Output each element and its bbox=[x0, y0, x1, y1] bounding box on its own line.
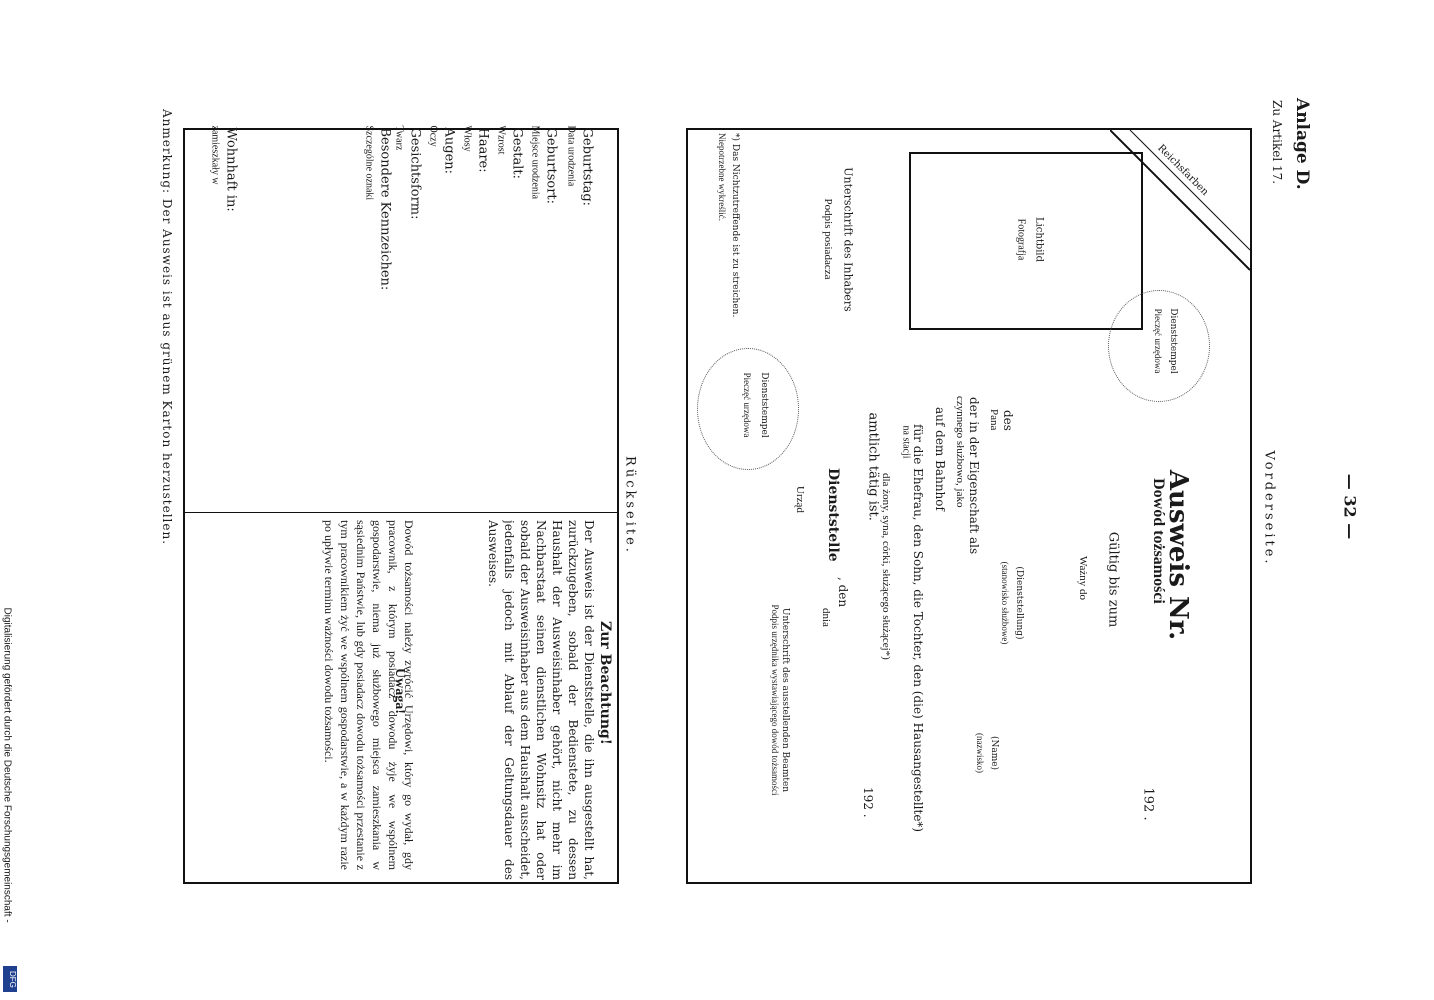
official-signature-pl: Podpis urzędnika wystawiającego dowód to… bbox=[770, 604, 780, 796]
eigenschaft-de: der in der Eigenschaft als bbox=[967, 397, 981, 555]
field-geburtsort-de: Geburtsort: bbox=[543, 127, 559, 205]
field-augen-de: Augen: bbox=[441, 127, 457, 175]
date-den: , den bbox=[836, 577, 850, 608]
valid-until-de: Gültig bis zum bbox=[1105, 531, 1121, 628]
date-dnia: dnia bbox=[820, 608, 832, 627]
page-number: — 32 — bbox=[1340, 473, 1360, 540]
field-wohnhaft-pl: zamieszkały w bbox=[209, 125, 221, 185]
stamp-circle-2 bbox=[697, 348, 799, 470]
anmerkung-note: Anmerkung: Der Ausweis ist aus grünem Ka… bbox=[160, 109, 174, 546]
front-card: Reichsfarben Lichtbild Fotografja Dienst… bbox=[686, 128, 1252, 884]
vorderseite-label: Vorderseite. bbox=[1261, 450, 1277, 567]
stamp-1-de: Dienststempel bbox=[1168, 308, 1178, 374]
rueckseite-label: Rückseite. bbox=[622, 456, 638, 555]
footnote-pl: Niepotrzebne wykreślić. bbox=[717, 133, 727, 221]
dowod-title: Dowód tożsamości bbox=[1150, 478, 1167, 604]
stamp-2-de: Dienststempel bbox=[759, 372, 769, 438]
holder-signature-de: Unterschrift des Inhabers bbox=[841, 167, 855, 312]
field-haare-de: Haare: bbox=[475, 127, 491, 173]
name-label: (Name) bbox=[989, 735, 999, 771]
stamp-circle-1 bbox=[1108, 290, 1210, 402]
back-divider bbox=[185, 512, 617, 513]
eigenschaft-pl: czynnego służbowo, jako bbox=[954, 396, 966, 508]
stamp-1-pl: Pieczęć urzędowa bbox=[1153, 308, 1163, 374]
field-gestalt-pl: Wzrost bbox=[495, 125, 507, 155]
pana-label: Pana bbox=[988, 409, 1000, 431]
valid-year: 192 . bbox=[1140, 787, 1156, 821]
field-geburtstag-de: Geburtstag: bbox=[579, 127, 595, 207]
for-persons-de: für die Ehefrau, den Sohn, die Tochter, … bbox=[911, 424, 925, 833]
anlage-label: Anlage D. bbox=[1292, 98, 1312, 190]
stanowisko-label: (stanowisko służbowe) bbox=[1000, 561, 1010, 645]
office-pl: Urząd bbox=[794, 486, 806, 513]
bahnhof-pl: na stacji bbox=[900, 425, 912, 459]
zu-artikel-label: Zu Artikel 17. bbox=[1270, 100, 1284, 185]
date-year: 192 . bbox=[861, 787, 875, 818]
official-signature-de: Unterschrift des ausstellenden Beamten bbox=[780, 607, 790, 793]
digitization-credit: Digitalisierung gefördert durch die Deut… bbox=[1, 607, 13, 923]
footnote-de: *) Das Nichtzutreffende ist zu streichen… bbox=[730, 133, 740, 318]
taetig-de: amtlich tätig ist. bbox=[865, 412, 881, 521]
office-de: Dienststelle bbox=[825, 468, 841, 562]
photo-label-de: Lichtbild bbox=[1033, 216, 1045, 263]
holder-signature-pl: Podpis posiadacza bbox=[822, 198, 834, 280]
field-geburtstag-pl: Data urodzenia bbox=[565, 125, 577, 187]
notice-title-de: Zur Beachtung! bbox=[597, 621, 613, 745]
back-card: Geburtstag: Data urodzenia Geburtsort: M… bbox=[183, 125, 619, 884]
des-label: des bbox=[1001, 410, 1015, 431]
field-gesichtsform-de: Gesichtsform: bbox=[407, 127, 423, 220]
notice-text-de: Der Ausweis ist der Dienststelle, die ih… bbox=[486, 520, 596, 880]
field-haare-pl: Włosy bbox=[461, 125, 473, 152]
field-gesichtsform-pl: Twarz bbox=[393, 125, 405, 151]
nazwisko-label: (nazwisko) bbox=[975, 733, 985, 773]
field-kennzeichen-de: Besondere Kennzeichen: bbox=[377, 127, 393, 291]
photo-box: Lichtbild Fotografja bbox=[909, 152, 1143, 330]
field-geburtsort-pl: Miejsce urodzenia bbox=[529, 125, 541, 200]
dienststellung-label: (Dienststellung) bbox=[1014, 566, 1024, 640]
dfg-logo: DFG bbox=[3, 966, 17, 992]
for-persons-pl: dla żony, syna, córki, służącego służące… bbox=[880, 473, 892, 660]
field-kennzeichen-pl: Szczególne oznaki bbox=[363, 125, 375, 201]
field-wohnhaft-de: Wohnhaft in: bbox=[223, 127, 239, 212]
photo-label-pl: Fotografja bbox=[1015, 218, 1027, 261]
notice-text-pl: Dowód tożsamości należy zwrócić Urzędowi… bbox=[322, 520, 416, 870]
stamp-2-pl: Pieczęć urzędowa bbox=[742, 372, 752, 438]
field-augen-pl: Oczy bbox=[427, 125, 439, 147]
ausweis-title: Ausweis Nr. bbox=[1163, 469, 1193, 641]
valid-until-pl: Ważny do bbox=[1077, 555, 1089, 601]
bahnhof-de: auf dem Bahnhof bbox=[933, 407, 947, 511]
field-gestalt-de: Gestalt: bbox=[509, 127, 525, 180]
